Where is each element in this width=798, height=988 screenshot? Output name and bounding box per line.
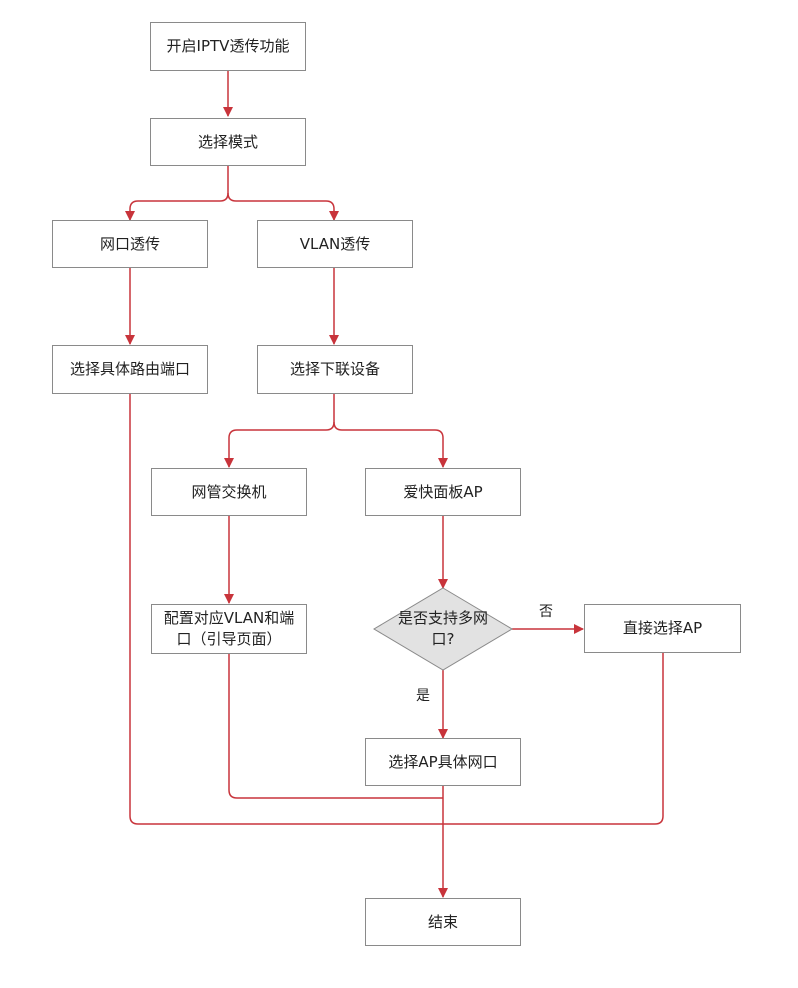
decision-label: 是否支持多网口? <box>397 609 488 648</box>
node-config-vlan: 配置对应VLAN和端口（引导页面） <box>151 604 307 654</box>
node-select-ap-direct: 直接选择AP <box>584 604 741 653</box>
node-select-router-port: 选择具体路由端口 <box>52 345 208 394</box>
decision-diamond <box>373 587 513 671</box>
node-end: 结束 <box>365 898 521 946</box>
node-select-downlink: 选择下联设备 <box>257 345 413 394</box>
edge-mode-to-vlan <box>227 192 339 221</box>
edge-label-no: 否 <box>539 604 553 620</box>
edge-routerport-to-merge <box>129 394 443 825</box>
node-multi-port-decision: 是否支持多网口? <box>374 588 512 670</box>
edge-config-to-merge <box>228 654 443 799</box>
edge-downlink-to-ap <box>333 421 448 468</box>
node-enable-iptv: 开启IPTV透传功能 <box>150 22 306 71</box>
node-port-passthrough: 网口透传 <box>52 220 208 268</box>
edge-mode-to-port <box>125 166 229 221</box>
node-select-ap-port: 选择AP具体网口 <box>365 738 521 786</box>
node-managed-switch: 网管交换机 <box>151 468 307 516</box>
edge-direct-to-merge <box>443 653 664 825</box>
node-select-mode: 选择模式 <box>150 118 306 166</box>
node-panel-ap: 爱快面板AP <box>365 468 521 516</box>
edge-downlink-to-switch <box>224 394 335 468</box>
edge-label-yes: 是 <box>416 688 430 704</box>
node-vlan-passthrough: VLAN透传 <box>257 220 413 268</box>
